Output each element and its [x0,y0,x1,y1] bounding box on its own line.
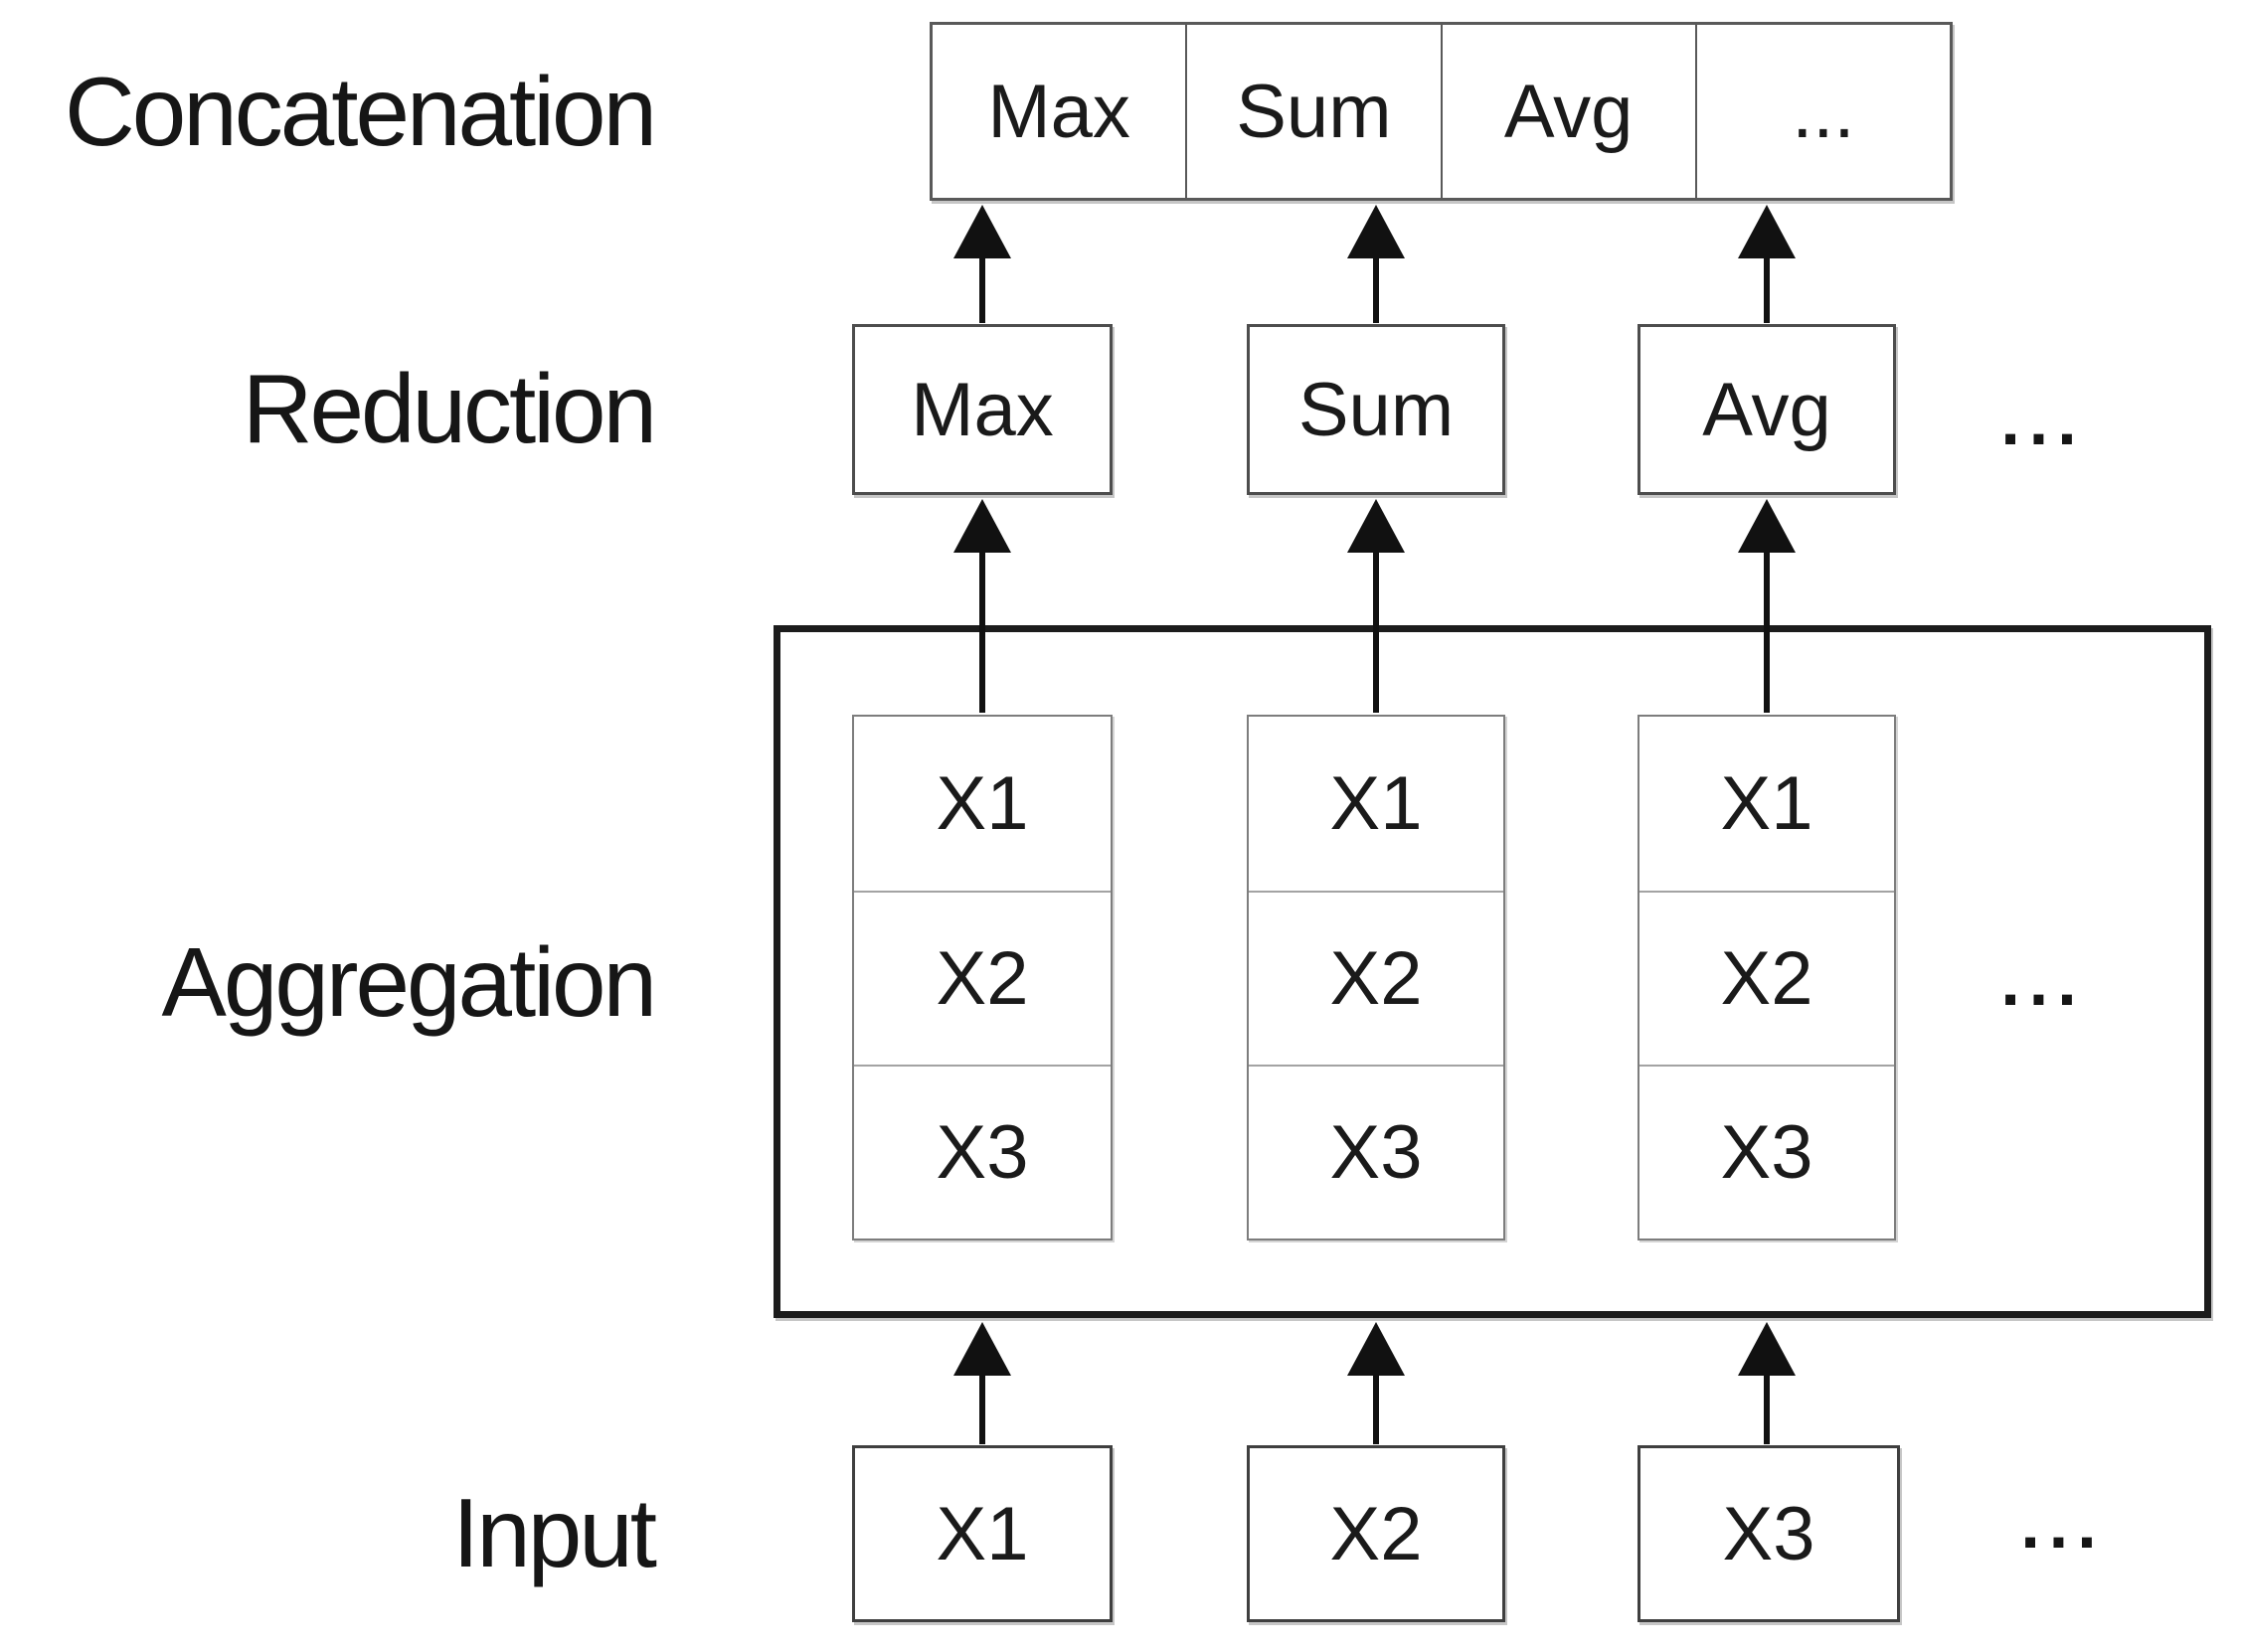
arrow-shaft [979,552,985,713]
stack-cell: X3 [854,1065,1111,1239]
arrow-up-icon [1347,205,1405,323]
stack-cell: X2 [854,891,1111,1065]
arrow-shaft [979,257,985,323]
arrow-up-icon [953,205,1011,323]
stack-cell: X1 [1720,761,1813,846]
arrow-head-icon [1347,1322,1405,1376]
arrow-head-icon [953,499,1011,553]
layer-label-reduction: Reduction [242,354,657,463]
layer-label-input: Input [452,1478,657,1587]
arrow-shaft [1373,1375,1379,1444]
arrow-up-icon [1738,1322,1796,1444]
input-box-x2: X2 [1247,1445,1505,1622]
arrow-shaft [1764,1375,1770,1444]
arrow-up-icon [1347,499,1405,713]
aggregation-stack-2: X1 X2 X3 [1247,715,1505,1240]
arrow-up-icon [1347,1322,1405,1444]
concatenation-cell-max: Max [987,69,1130,154]
concatenation-cell-avg: Avg [1440,25,1695,198]
arrow-up-icon [1738,205,1796,323]
arrow-shaft [1764,552,1770,713]
arrow-head-icon [1738,499,1796,553]
reduction-box-sum: Sum [1247,324,1505,495]
reduction-box-max: Max [852,324,1113,495]
arrow-shaft [1764,257,1770,323]
arrow-head-icon [953,1322,1011,1376]
input-box-x3: X3 [1638,1445,1900,1622]
stack-cell: X3 [1639,1065,1894,1239]
concatenation-cell-ellipsis: ... [1694,25,1950,198]
arrow-shaft [979,1375,985,1444]
stack-cell: X2 [1249,891,1503,1065]
stack-cell: X1 [1329,761,1423,846]
arrow-up-icon [953,1322,1011,1444]
arrow-head-icon [1738,1322,1796,1376]
arrow-head-icon [1347,499,1405,553]
arrow-shaft [1373,257,1379,323]
stack-cell: X3 [1249,1065,1503,1239]
arrow-up-icon [953,499,1011,713]
arrow-head-icon [1738,205,1796,258]
concatenation-cell-sum: Sum [1185,25,1440,198]
arrow-head-icon [1347,205,1405,258]
input-ellipsis: ... [2020,1485,2106,1563]
concatenation-box: Max Sum Avg ... [930,22,1953,201]
stack-cell: X2 [1639,891,1894,1065]
aggregation-stack-1: X1 X2 X3 [852,715,1113,1240]
aggregation-ellipsis: ... [2000,942,2086,1020]
stack-cell: X1 [936,761,1029,846]
layer-label-aggregation: Aggregation [161,927,657,1037]
layer-label-concatenation: Concatenation [64,57,657,166]
reduction-ellipsis: ... [2000,382,2086,459]
input-box-x1: X1 [852,1445,1113,1622]
arrow-up-icon [1738,499,1796,713]
reduction-box-avg: Avg [1638,324,1896,495]
arrow-shaft [1373,552,1379,713]
arrow-head-icon [953,205,1011,258]
aggregation-stack-3: X1 X2 X3 [1638,715,1896,1240]
